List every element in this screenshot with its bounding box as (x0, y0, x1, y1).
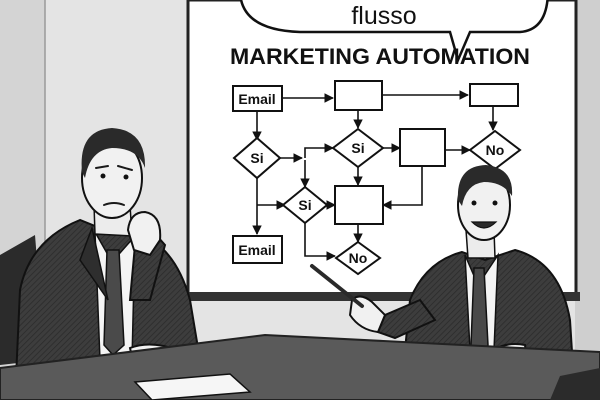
flow-decision-label: No (349, 250, 368, 266)
thinking-man-lapel (79, 225, 109, 301)
presenting-man-eye (492, 200, 498, 206)
flow-decision-si-low: Si (281, 185, 329, 225)
flow-decision-label: Si (250, 150, 263, 166)
flow-node-email-top: Email (232, 85, 283, 112)
thinking-man-hair (81, 128, 146, 178)
flowchart: Email Si Si No Si Email No (232, 80, 522, 276)
thinking-man-eye (100, 173, 106, 179)
flow-node-label: Email (238, 242, 275, 258)
thinking-man-mouth (103, 202, 125, 206)
table-paper (133, 373, 252, 400)
flow-edge (382, 166, 423, 210)
presenting-man-hair (457, 165, 513, 206)
pointer-stick (310, 264, 364, 308)
flow-node-email-bottom: Email (232, 235, 283, 264)
flow-decision-label: Si (351, 140, 364, 156)
thinking-man-tie (103, 249, 125, 357)
presenting-man-mouth (470, 221, 498, 229)
presenting-man-eye (471, 200, 477, 206)
presenting-man-arm (376, 298, 437, 340)
speech-bubble: flusso (239, 0, 549, 64)
flow-edge (304, 143, 334, 158)
flow-edge (304, 223, 336, 261)
thinking-man-eye (123, 174, 129, 180)
thinking-man-brow (95, 165, 133, 171)
wall-shade-right (575, 0, 600, 400)
flow-node-process (334, 80, 383, 111)
flow-decision-si-mid: Si (331, 127, 385, 169)
flow-node-process (399, 128, 446, 167)
flow-decision-label: Si (298, 197, 311, 213)
speech-bubble-text: flusso (351, 2, 416, 30)
flow-node-process (334, 185, 384, 225)
flow-decision-si-left: Si (232, 136, 282, 180)
flow-decision-no-bottom: No (334, 240, 382, 276)
flow-node-label: Email (238, 91, 275, 107)
board-title: MARKETING AUTOMATION (230, 44, 530, 69)
flow-decision-label: No (486, 142, 505, 158)
right-chair (550, 368, 600, 400)
thinking-man-hand (126, 210, 162, 257)
flow-node-process (469, 83, 519, 107)
